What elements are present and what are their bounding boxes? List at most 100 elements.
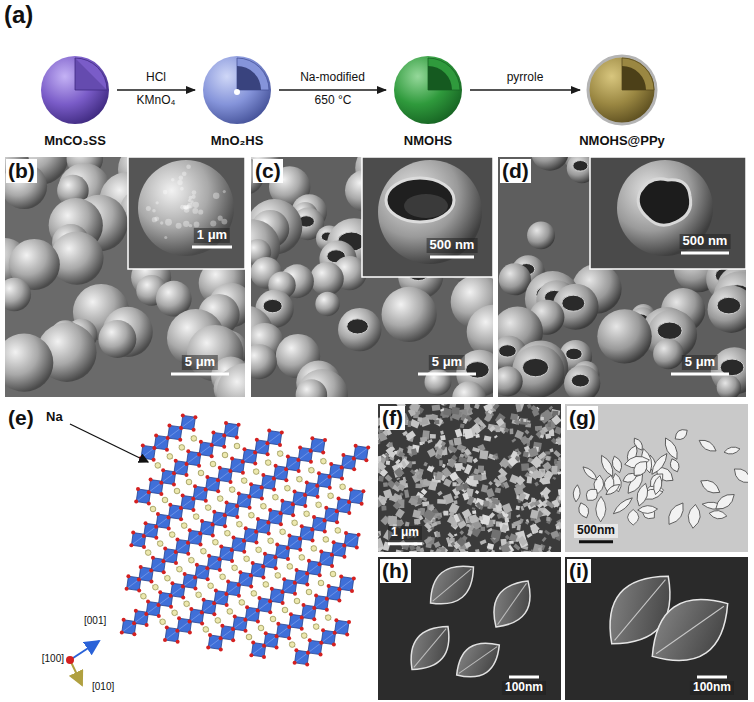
oxygen-atom bbox=[291, 513, 295, 517]
oxygen-atom bbox=[172, 483, 176, 487]
octahedron-edge bbox=[226, 583, 240, 594]
oxygen-atom bbox=[230, 548, 234, 552]
na-atom bbox=[287, 564, 293, 570]
oxygen-atom bbox=[261, 575, 265, 579]
surface-grain bbox=[186, 164, 191, 169]
na-bond bbox=[162, 498, 168, 502]
grain bbox=[423, 509, 436, 522]
particle-outline bbox=[581, 465, 599, 483]
oxygen-atom bbox=[169, 594, 173, 598]
oxygen-atom bbox=[267, 531, 271, 535]
grain bbox=[531, 456, 543, 468]
oxygen-atom bbox=[228, 469, 232, 473]
grain bbox=[489, 512, 496, 519]
oxygen-atom bbox=[230, 559, 234, 563]
mno6-octahedron bbox=[245, 607, 259, 621]
grain bbox=[378, 405, 379, 411]
oxygen-atom bbox=[337, 587, 341, 591]
oxygen-atom bbox=[125, 587, 129, 591]
na-atom bbox=[292, 520, 298, 526]
mno6-octahedron bbox=[281, 501, 295, 515]
grain bbox=[476, 502, 482, 508]
oxygen-atom bbox=[181, 585, 185, 589]
mno6-octahedron bbox=[255, 440, 269, 454]
oxygen-atom bbox=[314, 593, 318, 597]
octahedron-edge bbox=[225, 504, 239, 515]
particle-ridge bbox=[656, 606, 724, 653]
grain bbox=[545, 455, 551, 460]
grain bbox=[443, 478, 452, 487]
grain bbox=[412, 510, 421, 519]
mno6-octahedron bbox=[320, 552, 334, 566]
oxygen-atom bbox=[126, 574, 130, 578]
oxygen-atom bbox=[268, 508, 272, 512]
grain bbox=[446, 537, 451, 544]
oxygen-atom bbox=[315, 484, 319, 488]
grain bbox=[558, 457, 561, 462]
octahedron-edge bbox=[293, 493, 307, 504]
sphere-icon bbox=[199, 52, 275, 128]
oxygen-atom bbox=[151, 556, 155, 560]
octahedron-edge bbox=[131, 534, 145, 545]
na-bond bbox=[270, 617, 276, 621]
na-atom bbox=[203, 627, 209, 633]
spindle-particle bbox=[604, 482, 621, 497]
na-bond bbox=[282, 608, 288, 612]
oxygen-atom bbox=[253, 462, 257, 466]
grain bbox=[548, 421, 551, 426]
mno6-octahedron bbox=[136, 489, 150, 503]
oxygen-atom bbox=[280, 499, 284, 503]
na-bond bbox=[253, 470, 259, 474]
oxygen-atom bbox=[231, 535, 235, 539]
octahedron-edge bbox=[186, 453, 200, 464]
na-bond bbox=[174, 489, 180, 493]
na-atom bbox=[213, 539, 219, 545]
particle-outline bbox=[448, 633, 508, 687]
na-atom bbox=[280, 529, 286, 535]
oxygen-atom bbox=[312, 515, 316, 519]
grain bbox=[459, 530, 464, 535]
octahedron-edge bbox=[136, 491, 150, 502]
mno6-octahedron bbox=[220, 547, 234, 561]
mno6-octahedron bbox=[239, 572, 253, 586]
scale-bar-label: 500 nm bbox=[427, 238, 478, 253]
grain bbox=[389, 451, 396, 458]
octahedron-edge bbox=[176, 541, 190, 552]
na-bond bbox=[179, 445, 185, 449]
grain bbox=[484, 501, 490, 507]
octahedron-edge bbox=[233, 618, 247, 629]
oxygen-atom bbox=[268, 610, 272, 614]
grain bbox=[436, 471, 444, 480]
broken-shell bbox=[499, 345, 517, 357]
surface-grain bbox=[193, 202, 199, 208]
grain bbox=[503, 481, 509, 488]
octahedron-edge bbox=[344, 535, 358, 546]
particle-outline bbox=[604, 482, 621, 497]
oxygen-atom bbox=[322, 518, 326, 522]
spindle-particle bbox=[668, 457, 681, 473]
mno6-octahedron bbox=[302, 605, 316, 619]
grain bbox=[412, 461, 416, 464]
mno6-octahedron bbox=[232, 537, 246, 551]
spindle-particle bbox=[420, 557, 483, 615]
oxygen-atom bbox=[266, 452, 270, 456]
particle-outline bbox=[610, 455, 624, 474]
surface-grain bbox=[218, 216, 223, 221]
grain bbox=[540, 469, 544, 473]
oxygen-atom bbox=[263, 552, 267, 556]
mno6-octahedron bbox=[141, 445, 155, 459]
oxygen-atom bbox=[334, 618, 338, 622]
oxygen-atom bbox=[225, 603, 229, 607]
oxygen-atom bbox=[225, 501, 229, 505]
mno6-octahedron bbox=[286, 457, 300, 471]
na-bond bbox=[244, 557, 250, 561]
hollow-cavity bbox=[622, 66, 646, 90]
na-atom bbox=[153, 584, 159, 590]
broken-shell bbox=[562, 295, 585, 311]
na-bond bbox=[140, 594, 146, 598]
na-atom bbox=[162, 497, 168, 503]
spindle-particle bbox=[576, 501, 591, 519]
grain bbox=[499, 457, 510, 468]
broken-shell bbox=[522, 358, 548, 376]
